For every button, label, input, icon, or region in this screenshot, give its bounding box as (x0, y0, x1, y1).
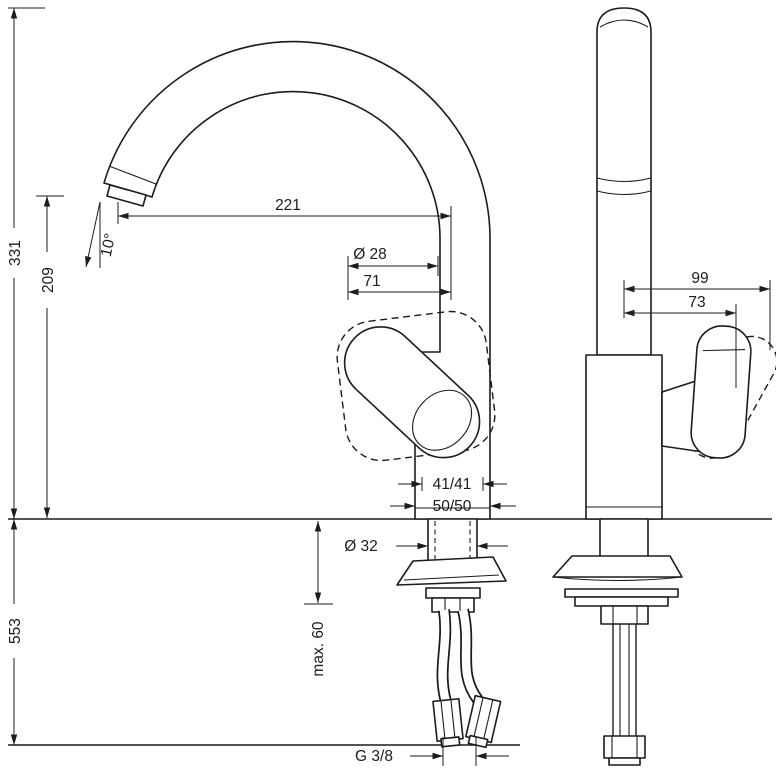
hose-fitting (603, 735, 646, 759)
aerator-band-line (596, 190, 652, 196)
handle-front (343, 326, 481, 459)
hose-fitting (465, 694, 502, 749)
dimension-label: 41/41 (433, 476, 472, 493)
dimension-209: 209 (40, 196, 57, 518)
dimension-41-41: 41/41 (398, 476, 507, 493)
dimension-331: 331 (7, 8, 24, 519)
dimension-label: 221 (275, 197, 301, 214)
front-view (8, 7, 772, 749)
dimension-221: 221 (117, 197, 452, 300)
washer (425, 587, 481, 599)
mounting-nut (600, 605, 649, 625)
dimension-71: 71 (348, 273, 451, 296)
dimension-g38: G 3/8 (355, 737, 509, 766)
hose-fitting-cap (608, 757, 641, 766)
dimension-label: max. 60 (310, 621, 327, 677)
threaded-shank (599, 518, 649, 558)
dimension-label: 331 (7, 240, 24, 266)
aerator-icon (106, 184, 147, 207)
mounting-plate-edge (552, 576, 683, 582)
dimension-label: 99 (691, 270, 708, 287)
hose-fitting (432, 697, 464, 748)
mounting-plate-edge (403, 574, 500, 581)
handle-detail-line (702, 349, 746, 352)
dimension-spout-diameter: Ø 28 (347, 246, 439, 300)
dimension-label: 50/50 (433, 498, 472, 515)
dimension-max-60: max. 60 (304, 521, 333, 677)
dimension-shank-diameter: Ø 32 (344, 538, 508, 555)
dimension-73: 73 (624, 294, 737, 388)
spout-tip-line (108, 165, 157, 185)
mounting-plate (396, 556, 507, 586)
handle-side (690, 325, 752, 459)
body-side (585, 354, 663, 520)
washer (564, 588, 679, 598)
cap-line (599, 19, 649, 28)
gooseneck-spout-and-body (103, 40, 491, 520)
dimension-553: 553 (7, 519, 24, 745)
dimension-label: 73 (688, 294, 705, 311)
aerator-band-line (596, 177, 652, 183)
dimension-label: 71 (363, 273, 380, 290)
dimension-label: Ø 32 (344, 538, 378, 555)
dimension-label: G 3/8 (355, 748, 393, 765)
handle-end-cap (412, 389, 473, 451)
mounting-plate (552, 555, 683, 578)
washer (574, 596, 669, 607)
dimensions: 221 Ø 28 71 331 209 (7, 8, 771, 766)
mounting-nut (431, 597, 475, 613)
dimension-50-50: 50/50 (390, 498, 516, 515)
dimension-label: 553 (7, 618, 24, 644)
threaded-shank (427, 518, 478, 562)
dimension-label: Ø 28 (353, 246, 387, 263)
dimension-label: 10° (98, 232, 120, 258)
handle-alt-position-dashed (336, 310, 496, 462)
dimension-outlet-angle: 10° (85, 201, 120, 268)
dimension-label: 209 (40, 267, 57, 293)
side-view (552, 7, 776, 766)
